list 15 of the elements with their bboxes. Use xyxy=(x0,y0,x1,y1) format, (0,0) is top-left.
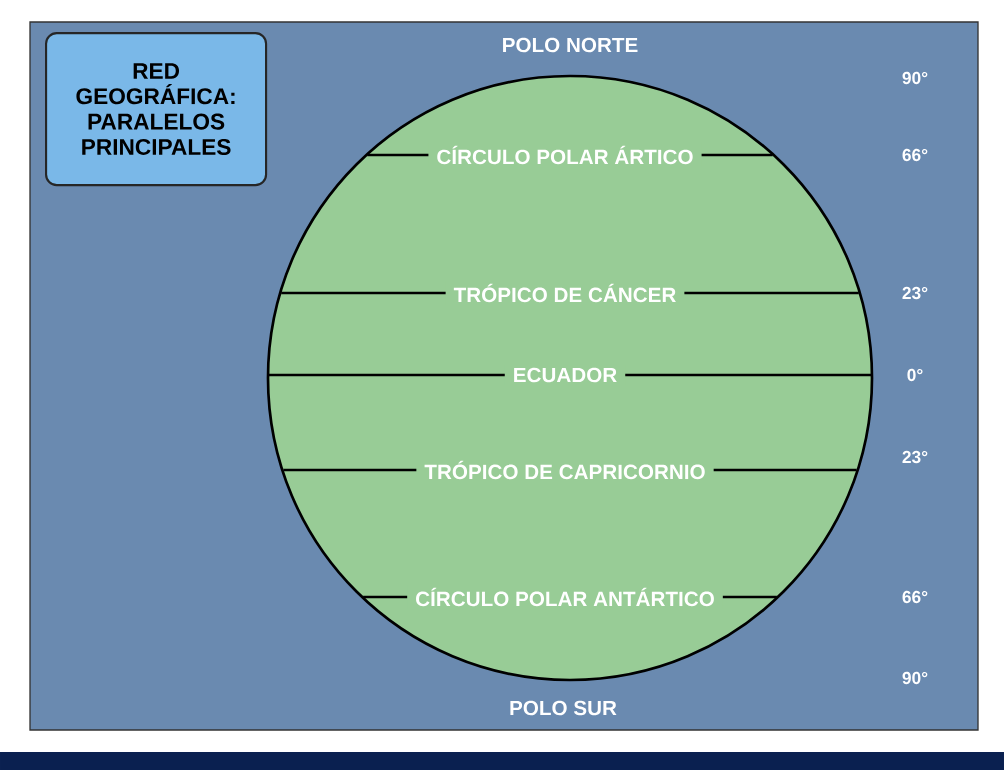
degree-label: 90° xyxy=(902,671,928,685)
parallel-label: TRÓPICO DE CAPRICORNIO xyxy=(416,458,714,482)
pole-label: POLO NORTE xyxy=(503,37,638,53)
parallel-label: TRÓPICO DE CÁNCER xyxy=(445,281,685,305)
title-box: RED GEOGRÁFICA: PARALELOS PRINCIPALES xyxy=(45,32,268,187)
degree-label: 90° xyxy=(902,71,928,85)
pole-label: POLO SUR xyxy=(510,700,617,716)
degree-label: 66° xyxy=(902,590,928,604)
degree-label: 23° xyxy=(902,450,928,464)
degree-label: 23° xyxy=(902,286,928,300)
parallel-label: CÍRCULO POLAR ÁRTICO xyxy=(428,143,702,167)
degree-label: 66° xyxy=(902,148,928,162)
parallel-label: ECUADOR xyxy=(504,365,626,385)
degree-label: 0° xyxy=(907,368,923,382)
parallel-label: CÍRCULO POLAR ANTÁRTICO xyxy=(407,585,723,609)
